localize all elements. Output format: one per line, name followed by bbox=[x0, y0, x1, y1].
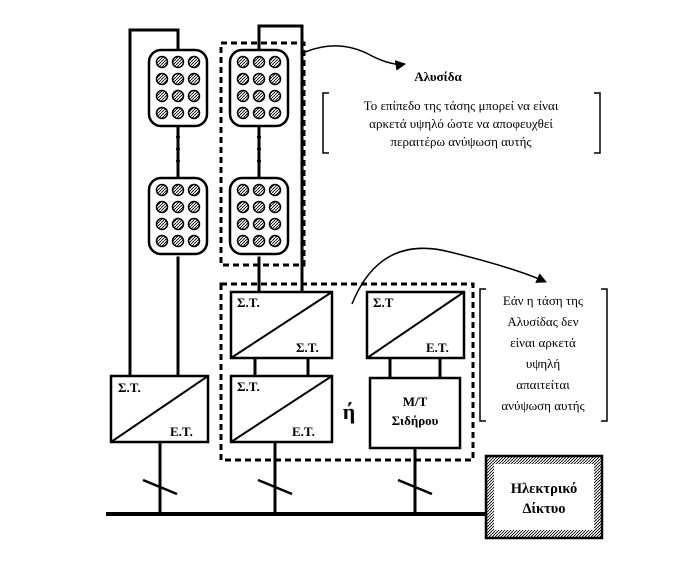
chain-dashed-group bbox=[219, 41, 306, 267]
inverter-string1: Σ.Τ. Ε.Τ. bbox=[109, 374, 210, 444]
transformer-label-line1: Μ/Τ bbox=[403, 394, 428, 409]
string1-wire-top bbox=[128, 28, 180, 378]
breaker-1 bbox=[142, 478, 178, 496]
grid-label-line2: Δίκτυο bbox=[522, 501, 565, 517]
boost-dashed-group bbox=[219, 282, 475, 462]
boost-note-line2: Αλυσίδας δεν bbox=[507, 314, 578, 329]
string2-wire-top bbox=[257, 24, 304, 296]
continuation-dots bbox=[176, 135, 261, 163]
breaker-marks bbox=[142, 478, 433, 496]
inverter-alternative: Σ.Τ Ε.Τ. bbox=[365, 290, 466, 360]
or-label: ή bbox=[343, 399, 356, 424]
pv-panel-string1-bottom bbox=[147, 176, 209, 256]
inverter-alt-in-label: Σ.Τ bbox=[373, 295, 394, 310]
boost-note-line3: είναι αρκετά bbox=[510, 335, 576, 350]
transformer-label-line2: Σιδήρου bbox=[392, 413, 439, 428]
inverter-string1-out-label: Ε.Τ. bbox=[170, 424, 193, 439]
boost-arrow bbox=[351, 247, 547, 305]
boost-note-line1: Εάν η τάση της bbox=[503, 293, 584, 308]
electric-grid: Ηλεκτρικό Δίκτυο bbox=[484, 454, 604, 540]
breaker-2 bbox=[257, 478, 293, 496]
dcdc-converter: Σ.Τ. Σ.Τ. bbox=[229, 290, 334, 360]
dcdc-out-label: Σ.Τ. bbox=[296, 340, 319, 355]
pv-panel-string2-bottom bbox=[228, 176, 290, 256]
boost-note: Εάν η τάση της Αλυσίδας δεν είναι αρκετά… bbox=[479, 288, 608, 422]
chain-arrow bbox=[304, 45, 407, 71]
boost-note-line5: απαιτείται bbox=[516, 377, 570, 392]
chain-label: Αλυσίδα bbox=[414, 69, 462, 84]
chain-note-line3: περαιτέρω ανύψωση αυτής bbox=[390, 134, 532, 149]
pv-panel-string2-top bbox=[228, 48, 290, 128]
inverter-string2-in-label: Σ.Τ. bbox=[237, 379, 260, 394]
boost-note-line6: ανύψωση αυτής bbox=[501, 398, 585, 413]
pv-panel-string1-top bbox=[147, 48, 209, 128]
chain-note-line2: αρκετά υψηλό ώστε να αποφευχθεί bbox=[369, 116, 553, 131]
inverter-string1-in-label: Σ.Τ. bbox=[118, 380, 141, 395]
chain-note: Το επίπεδο της τάσης μπορεί να είναι αρκ… bbox=[322, 92, 601, 154]
inverter-alt-out-label: Ε.Τ. bbox=[426, 340, 449, 355]
dcdc-in-label: Σ.Τ. bbox=[237, 295, 260, 310]
inverter-string2: Σ.Τ. Ε.Τ. bbox=[229, 374, 334, 444]
grid-label-line1: Ηλεκτρικό bbox=[511, 481, 577, 497]
inverter-string2-out-label: Ε.Τ. bbox=[292, 424, 315, 439]
chain-note-line1: Το επίπεδο της τάσης μπορεί να είναι bbox=[364, 98, 559, 113]
boost-note-line4: υψηλή bbox=[526, 356, 561, 371]
iron-transformer: Μ/Τ Σιδήρου bbox=[368, 376, 462, 450]
breaker-3 bbox=[397, 478, 433, 496]
